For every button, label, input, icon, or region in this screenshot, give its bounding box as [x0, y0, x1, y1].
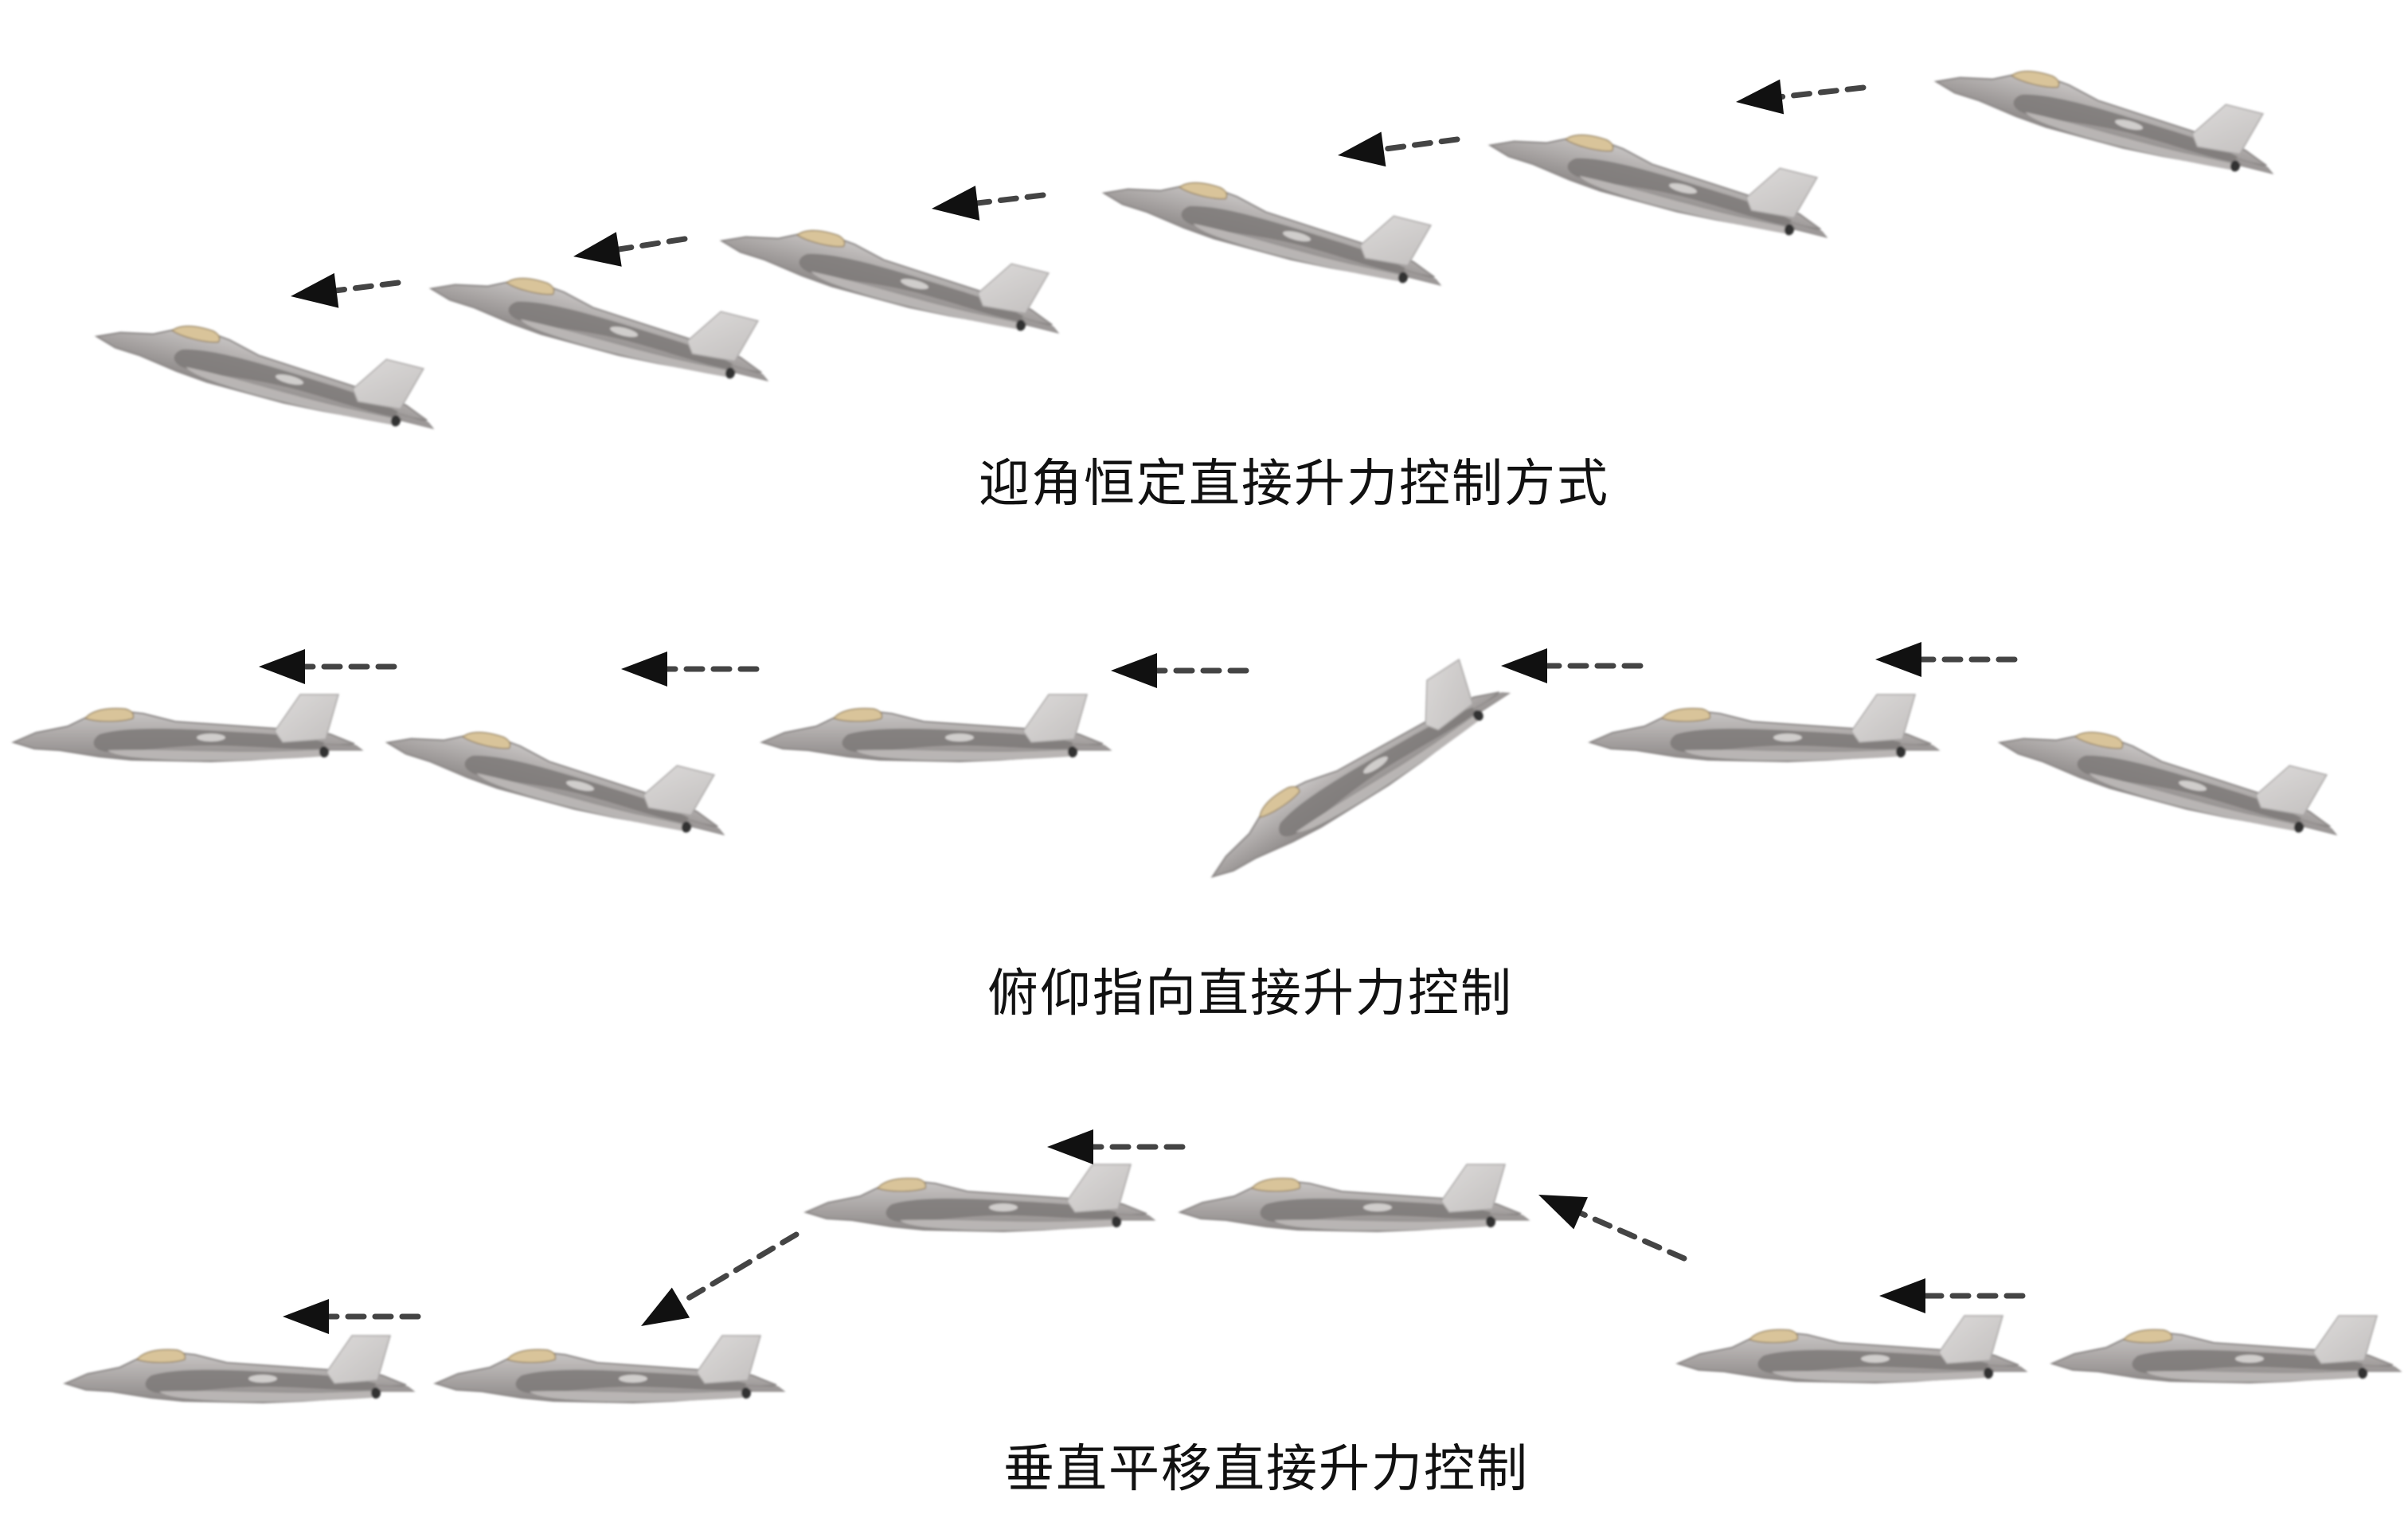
aircraft-constant-aoa-3 — [717, 194, 1072, 343]
motion-arrow-vertical-translation-1 — [1047, 1129, 1186, 1164]
caption-pitch-pointing: 俯仰指向直接升力控制 — [987, 965, 1513, 1023]
aircraft-pitch-pointing-5 — [1590, 695, 1939, 761]
aircraft-constant-aoa-2 — [427, 242, 781, 391]
motion-arrow-pitch-pointing-3 — [1111, 653, 1249, 688]
caption-constant-aoa: 迎角恒定直接升力控制方式 — [979, 455, 1609, 514]
motion-arrow-constant-aoa-3 — [932, 186, 1046, 221]
aircraft-pitch-pointing-4 — [1186, 647, 1515, 893]
motion-arrow-vertical-translation-5 — [1538, 1195, 1687, 1262]
motion-arrow-constant-aoa-4 — [1338, 131, 1460, 167]
motion-arrow-vertical-translation-4 — [641, 1231, 799, 1326]
motion-arrow-constant-aoa-2 — [573, 232, 688, 267]
arrow-layer — [259, 79, 2026, 1334]
motion-arrow-pitch-pointing-1 — [259, 649, 397, 684]
motion-arrow-constant-aoa-5 — [1736, 79, 1867, 115]
aircraft-pitch-pointing-6 — [1996, 696, 2350, 845]
aircraft-vertical-translation-1 — [65, 1336, 414, 1403]
aircraft-pitch-pointing-3 — [762, 695, 1111, 761]
aircraft-constant-aoa-1 — [92, 290, 447, 439]
motion-arrow-vertical-translation-2 — [283, 1299, 421, 1334]
aircraft-constant-aoa-4 — [1100, 147, 1454, 295]
aircraft-vertical-translation-3 — [806, 1164, 1155, 1231]
aircraft-vertical-translation-5 — [1678, 1316, 2027, 1383]
aircraft-pitch-pointing-1 — [14, 695, 362, 761]
motion-arrow-vertical-translation-3 — [1879, 1278, 2026, 1313]
aircraft-vertical-translation-4 — [1180, 1164, 1529, 1231]
aircraft-constant-aoa-6 — [1932, 35, 2286, 184]
motion-arrow-pitch-pointing-5 — [1875, 642, 2018, 677]
motion-arrow-pitch-pointing-2 — [621, 652, 760, 687]
aircraft-pitch-pointing-2 — [383, 696, 737, 845]
aircraft-vertical-translation-6 — [2052, 1316, 2401, 1383]
motion-arrow-pitch-pointing-4 — [1501, 648, 1644, 683]
caption-vertical-translation: 垂直平移直接升力控制 — [1003, 1440, 1529, 1499]
aircraft-vertical-translation-2 — [436, 1336, 784, 1403]
aircraft-constant-aoa-5 — [1486, 99, 1840, 248]
motion-arrow-constant-aoa-1 — [291, 272, 401, 308]
aircraft-layer — [14, 35, 2401, 1403]
